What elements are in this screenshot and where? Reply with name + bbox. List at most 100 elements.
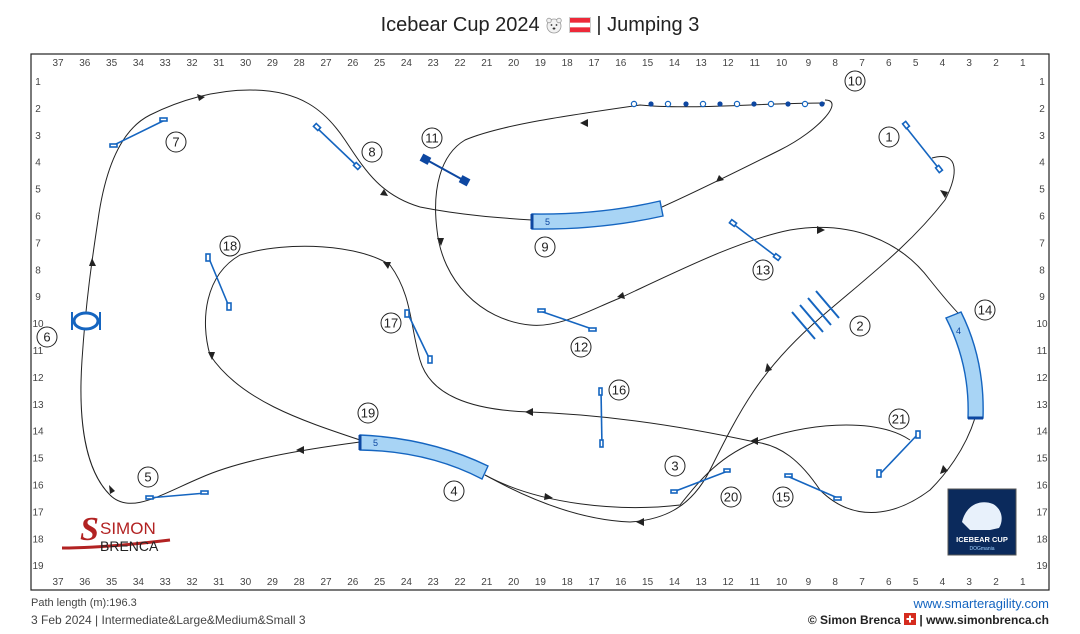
column-label: 26: [347, 58, 359, 69]
row-label: 12: [1036, 373, 1048, 384]
arrow: [940, 190, 948, 198]
column-label: 28: [294, 58, 306, 69]
column-label: 12: [722, 58, 734, 69]
path-2-to-3: [629, 317, 821, 523]
column-label: 37: [52, 58, 64, 69]
arrow: [544, 493, 553, 500]
column-label: 21: [481, 58, 493, 69]
obstacle-number-label: 20: [724, 490, 738, 505]
tyre-6: [71, 311, 101, 331]
path-8-to-9: [419, 206, 533, 221]
long-jump-2: [791, 290, 840, 340]
row-label: 16: [32, 481, 44, 492]
row-label: 13: [32, 400, 44, 411]
arrow: [716, 175, 724, 182]
jump-1: [901, 120, 944, 174]
row-label: 6: [35, 212, 41, 223]
path-start-to-1: [931, 156, 955, 201]
arrow: [636, 518, 644, 526]
column-label: 20: [508, 58, 520, 69]
obstacle-number-1: 1: [878, 126, 900, 148]
obstacle-number-13: 13: [752, 259, 774, 281]
column-label: 11: [750, 577, 761, 588]
obstacle-number-label: 4: [450, 484, 457, 499]
arrow: [525, 408, 533, 416]
jump-15: [784, 473, 842, 501]
path-9-to-10: [661, 99, 833, 208]
author-site-link[interactable]: | www.simonbrenca.ch: [919, 613, 1049, 627]
obstacle-number-label: 3: [671, 459, 678, 474]
column-label: 17: [588, 577, 600, 588]
obstacle-number-7: 7: [165, 131, 187, 153]
column-label: 32: [186, 577, 198, 588]
direction-arrows: [89, 94, 948, 526]
column-label: 20: [508, 577, 520, 588]
path-14-to-15: [754, 417, 976, 513]
obstacle-number-10: 10: [844, 70, 866, 92]
course-path: [80, 89, 976, 526]
column-label: 3: [966, 58, 972, 69]
column-label: 8: [832, 58, 838, 69]
column-label: 1: [1020, 58, 1026, 69]
path-11-to-12: [436, 229, 621, 326]
row-label: 4: [35, 158, 41, 169]
row-label: 10: [32, 319, 44, 330]
jump-16: [598, 387, 604, 448]
title-event: Icebear Cup 2024: [380, 14, 540, 36]
row-label: 9: [1039, 292, 1045, 303]
arena-border: [30, 53, 1050, 591]
column-label: 22: [454, 577, 466, 588]
bear-silhouette: [962, 502, 1002, 530]
tunnel-length-label: 4: [956, 326, 961, 336]
column-label: 18: [562, 577, 574, 588]
row-label: 11: [1037, 346, 1048, 357]
column-label: 4: [940, 577, 946, 588]
row-label: 12: [32, 373, 44, 384]
path-7-to-8: [249, 89, 421, 208]
obstacle-number-6: 6: [36, 326, 58, 348]
jump-18: [205, 253, 232, 311]
row-label: 3: [1039, 131, 1045, 142]
column-label: 26: [347, 577, 359, 588]
page-title: Icebear Cup 2024 | Jumping 3: [0, 14, 1080, 37]
arrow: [817, 226, 825, 234]
row-label: 1: [35, 77, 41, 88]
obstacle-number-14: 14: [974, 299, 996, 321]
column-label: 23: [428, 577, 440, 588]
obstacle-number-label: 8: [368, 145, 375, 160]
jump-13: [728, 218, 782, 262]
obstacle-number-label: 1: [885, 130, 892, 145]
column-label: 31: [213, 577, 225, 588]
row-label: 8: [1039, 265, 1045, 276]
row-label: 17: [32, 507, 44, 518]
obstacle-number-5: 5: [137, 466, 159, 488]
arrow: [437, 238, 444, 246]
website-link[interactable]: www.smarteragility.com: [913, 596, 1049, 611]
column-label: 2: [993, 577, 999, 588]
path-length: Path length (m):196.3: [31, 597, 137, 609]
row-label: 1: [1039, 77, 1045, 88]
obstacle-number-label: 21: [892, 412, 906, 427]
austria-flag-icon: [568, 17, 591, 33]
title-round: | Jumping 3: [596, 14, 700, 36]
column-label: 28: [294, 577, 306, 588]
row-label: 8: [35, 265, 41, 276]
obstacle-number-label: 15: [776, 490, 790, 505]
tunnel-4-19: 5: [358, 434, 489, 480]
polar-bear-icon: [546, 17, 562, 34]
column-label: 2: [993, 58, 999, 69]
row-label: 18: [1036, 534, 1048, 545]
row-label: 7: [35, 238, 41, 249]
column-label: 32: [186, 58, 198, 69]
jump-3: [670, 468, 731, 494]
column-label: 22: [454, 58, 466, 69]
obstacle-number-label: 2: [856, 319, 863, 334]
column-label: 6: [886, 577, 892, 588]
row-label: 14: [1036, 427, 1048, 438]
row-label: 17: [1036, 507, 1048, 518]
obstacle-number-label: 11: [425, 131, 439, 146]
obstacle-number-4: 4: [443, 480, 465, 502]
obstacle-number-15: 15: [772, 486, 794, 508]
